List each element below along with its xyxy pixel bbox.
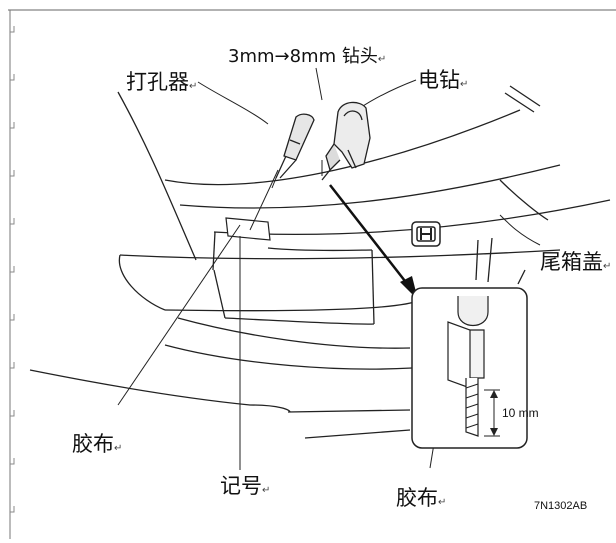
tape-label-inset: 胶布↵ — [396, 486, 447, 510]
mark-label: 记号↵ — [220, 474, 271, 498]
electric-drill — [321, 101, 371, 181]
trunk-lid-label: 尾箱盖↵ — [540, 250, 612, 274]
paragraph-marks — [10, 26, 15, 513]
punch-tool — [271, 113, 315, 189]
electric-drill-label: 电钻↵ — [418, 68, 469, 92]
depth-label: 10 mm — [502, 406, 539, 420]
figure-code: 7N1302AB — [534, 500, 588, 512]
detail-inset — [411, 287, 528, 449]
puncher-label: 打孔器↵ — [126, 70, 198, 94]
drill-bit-label: 3mm→8mm 钻头↵ — [228, 46, 387, 67]
tape-label-left: 胶布↵ — [72, 432, 123, 456]
callout-arrow — [329, 184, 418, 300]
honda-emblem — [411, 221, 441, 247]
